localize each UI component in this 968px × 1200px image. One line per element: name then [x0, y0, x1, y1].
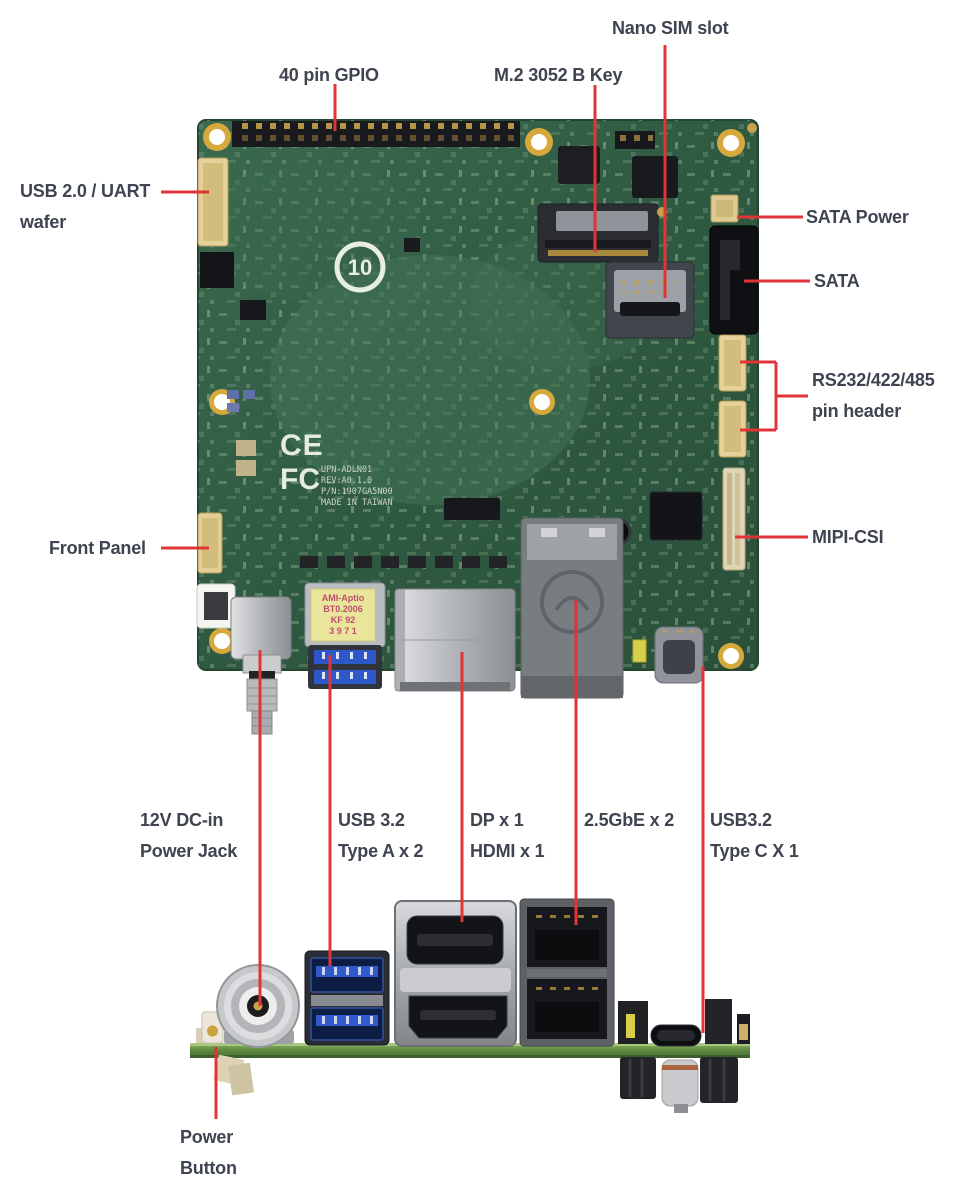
- label-line: 12V DC-in: [140, 810, 224, 830]
- label-line: USB3.2: [710, 810, 772, 830]
- fcc-mark: FC: [280, 463, 320, 496]
- usb-c-top: [654, 626, 704, 684]
- label-mipi-csi: MIPI-CSI: [812, 522, 884, 553]
- svg-text:MADE IN TAIWAN: MADE IN TAIWAN: [321, 498, 393, 508]
- svg-text:REV:A0.1.0: REV:A0.1.0: [321, 476, 372, 486]
- label-line: HDMI x 1: [470, 841, 545, 861]
- recycle-mark-ring: [334, 241, 386, 293]
- label-line: 2.5GbE x 2: [584, 810, 675, 830]
- label-line: USB 3.2: [338, 810, 405, 830]
- label-line: Nano SIM slot: [612, 18, 729, 38]
- callout-lines: [161, 45, 810, 1119]
- label-usb-uart-wafer: USB 2.0 / UART wafer: [20, 176, 150, 238]
- dc-jack-front: [216, 964, 300, 1048]
- board-components: [227, 146, 703, 663]
- label-nano-sim-slot: Nano SIM slot: [612, 13, 729, 44]
- aux-header: [615, 131, 655, 149]
- dp-hdmi-front: [394, 900, 517, 1047]
- label-2-5gbe: 2.5GbE x 2: [584, 805, 674, 836]
- label-line: USB 2.0 / UART: [20, 181, 151, 201]
- usb-a-stack-front: [304, 950, 390, 1046]
- label-m2-3052-b-key: M.2 3052 B Key: [494, 60, 622, 91]
- recycle-mark-text: 10: [348, 255, 372, 280]
- label-line: Power Jack: [140, 841, 238, 861]
- label-40-pin-gpio: 40 pin GPIO: [279, 60, 379, 91]
- nano-sim-holder: [605, 261, 695, 339]
- label-line: RS232/422/485: [812, 370, 935, 390]
- sata-power-connector: [710, 194, 739, 223]
- front-panel-header: [196, 512, 236, 629]
- bios-sticker-text: AMI-Aptio BT0.2006 KF 92 3 9 7 1: [322, 593, 365, 636]
- label-line: M.2 3052 B Key: [494, 65, 623, 85]
- svg-text:AMI-Aptio: AMI-Aptio: [322, 593, 365, 603]
- label-line: wafer: [20, 212, 67, 232]
- label-line: MIPI-CSI: [812, 527, 884, 547]
- pcb-texture: [198, 120, 758, 670]
- label-front-panel: Front Panel: [49, 533, 146, 564]
- svg-text:KF 92: KF 92: [331, 615, 356, 625]
- label-usb32-type-c: USB3.2 Type C X 1: [710, 805, 799, 867]
- ethernet-front: [519, 898, 615, 1047]
- label-sata-power: SATA Power: [806, 202, 909, 233]
- gpio-header: [232, 121, 520, 147]
- svg-text:3 9 7 1: 3 9 7 1: [329, 626, 357, 636]
- usb-uart-wafer: [197, 157, 234, 288]
- label-rs232-pin-header: RS232/422/485 pin header: [812, 365, 935, 427]
- svg-text:BT0.2006: BT0.2006: [323, 604, 363, 614]
- board-edge-view: [190, 898, 750, 1113]
- board-top-view: 10 CE FC UPN-ADLN01 REV:A0.1.0 P/N:1907G…: [196, 119, 759, 735]
- label-sata: SATA: [814, 266, 860, 297]
- label-line: 40 pin GPIO: [279, 65, 379, 85]
- label-line: Front Panel: [49, 538, 146, 558]
- ethernet-module-top: [520, 517, 624, 699]
- usb-a-stack-top: AMI-Aptio BT0.2006 KF 92 3 9 7 1: [304, 582, 386, 689]
- label-line: Type C X 1: [710, 841, 799, 861]
- rs232-headers: [718, 334, 747, 458]
- label-12v-dc-in-power-jack: 12V DC-in Power Jack: [140, 805, 237, 867]
- label-line: SATA: [814, 271, 860, 291]
- mipi-csi-connector: [722, 467, 746, 571]
- svg-text:P/N:1907GA5N00: P/N:1907GA5N00: [321, 487, 393, 497]
- svg-text:UPN-ADLN01: UPN-ADLN01: [321, 465, 372, 475]
- label-usb32-type-a: USB 3.2 Type A x 2: [338, 805, 424, 867]
- label-power-button: Power Button: [180, 1122, 237, 1184]
- label-line: Power: [180, 1127, 234, 1147]
- label-line: SATA Power: [806, 207, 909, 227]
- dp-hdmi-block-top: [394, 588, 516, 692]
- dc-jack-top: [230, 596, 292, 735]
- bios-sticker: [310, 588, 376, 642]
- label-line: pin header: [812, 401, 902, 421]
- underside-components: [213, 1054, 738, 1113]
- usb-c-front: [618, 999, 750, 1047]
- pcb-edge-strip: [190, 1043, 750, 1058]
- label-dp-hdmi: DP x 1 HDMI x 1: [470, 805, 545, 867]
- label-line: Type A x 2: [338, 841, 424, 861]
- label-line: DP x 1: [470, 810, 524, 830]
- silkscreen-marks: 10 CE FC UPN-ADLN01 REV:A0.1.0 P/N:1907G…: [280, 241, 393, 508]
- board-id-text: UPN-ADLN01 REV:A0.1.0 P/N:1907GA5N00 MAD…: [321, 465, 393, 508]
- m2-slot: [537, 203, 667, 263]
- callout-bracket-rs232: [740, 360, 808, 432]
- ce-mark: CE: [280, 429, 324, 462]
- label-line: Button: [180, 1158, 237, 1178]
